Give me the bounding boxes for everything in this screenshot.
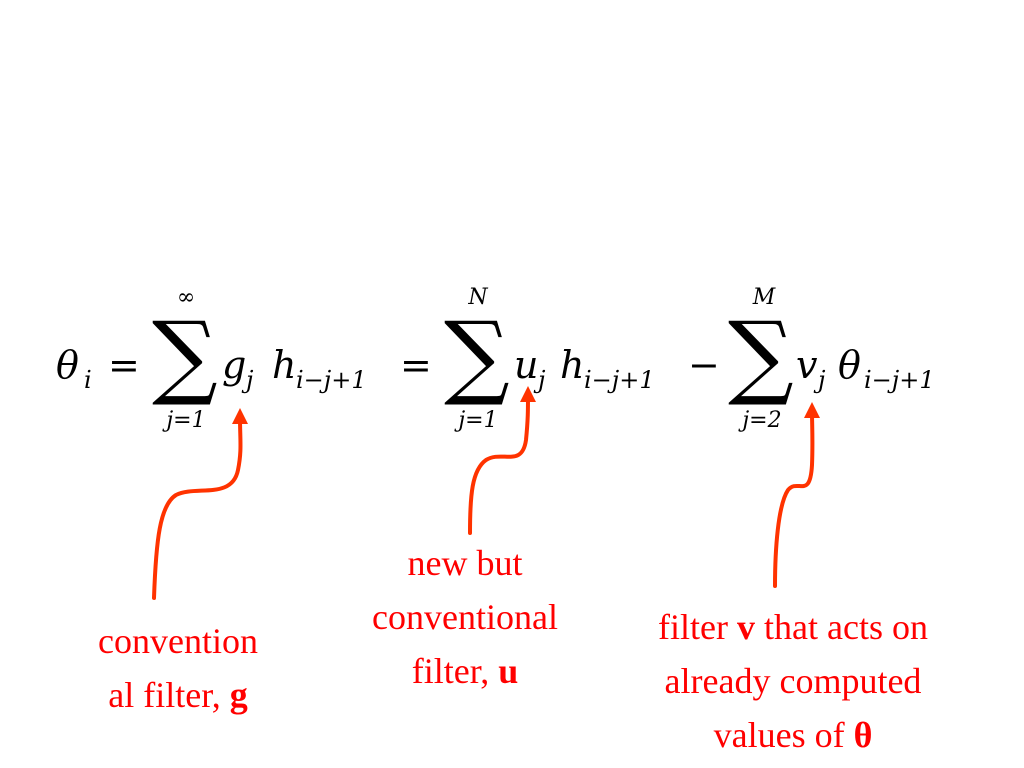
sum1-sigma: ∑ <box>152 302 218 409</box>
label-u-line1: new but <box>407 543 523 583</box>
sum2-coef-subscript: j <box>538 366 546 394</box>
label-new-filter-u: new but conventional filter, u <box>336 536 594 698</box>
arrow-to-u <box>468 393 530 535</box>
label-conventional-filter-g: convention al filter, g <box>60 614 296 722</box>
label-u-line3: filter, u <box>411 651 519 691</box>
label-g-line2: al filter, g <box>108 675 248 715</box>
sum2-sigma: ∑ <box>444 302 510 409</box>
label-v-bold-v: v <box>737 607 755 647</box>
minus-sign: − <box>688 343 720 387</box>
sum1-coef-g: g <box>222 343 247 387</box>
lhs-theta: θ <box>56 343 79 387</box>
sum2-upper-limit: N <box>468 285 488 310</box>
sum3-lower-limit: j=2 <box>742 408 782 433</box>
sum3-sigma: ∑ <box>728 302 794 409</box>
arrowhead-u <box>520 386 536 402</box>
sum1-lower-limit: j=1 <box>166 408 206 433</box>
equals-sign-2: = <box>400 343 432 387</box>
label-v-bold-theta: θ <box>853 715 873 755</box>
sum1-upper-limit: ∞ <box>176 285 196 310</box>
sum3-term-subscript: i−j+1 <box>864 366 935 394</box>
sum2-lower-limit: j=1 <box>458 408 498 433</box>
sum3-coef-v: v <box>796 343 818 387</box>
label-v-line2: already computed <box>664 661 922 701</box>
arrowhead-v <box>804 402 820 418</box>
arrow-to-v <box>773 410 815 588</box>
label-g-bold: g <box>229 675 248 715</box>
sum2-coef-u: u <box>514 343 539 387</box>
sum3-upper-limit: M <box>752 285 776 310</box>
sum2-term-subscript: i−j+1 <box>584 366 655 394</box>
sum3-coef-subscript: j <box>818 366 826 394</box>
label-g-line1: convention <box>98 621 258 661</box>
sum1-term-h: h <box>272 343 297 387</box>
label-filter-v: filter v that acts on already computed v… <box>608 600 978 762</box>
equals-sign-1: = <box>108 343 140 387</box>
label-u-bold: u <box>498 651 519 691</box>
sum2-term-h: h <box>560 343 585 387</box>
label-v-line1: filter v that acts on <box>658 607 928 647</box>
label-v-line3: values of θ <box>713 715 873 755</box>
label-u-line2: conventional <box>372 597 558 637</box>
sum1-coef-subscript: j <box>246 366 254 394</box>
arrowhead-g <box>232 408 248 424</box>
sum1-term-subscript: i−j+1 <box>296 366 367 394</box>
sum3-term-theta: θ <box>838 343 861 387</box>
arrow-to-g <box>152 416 243 600</box>
lhs-subscript: i <box>84 366 92 394</box>
